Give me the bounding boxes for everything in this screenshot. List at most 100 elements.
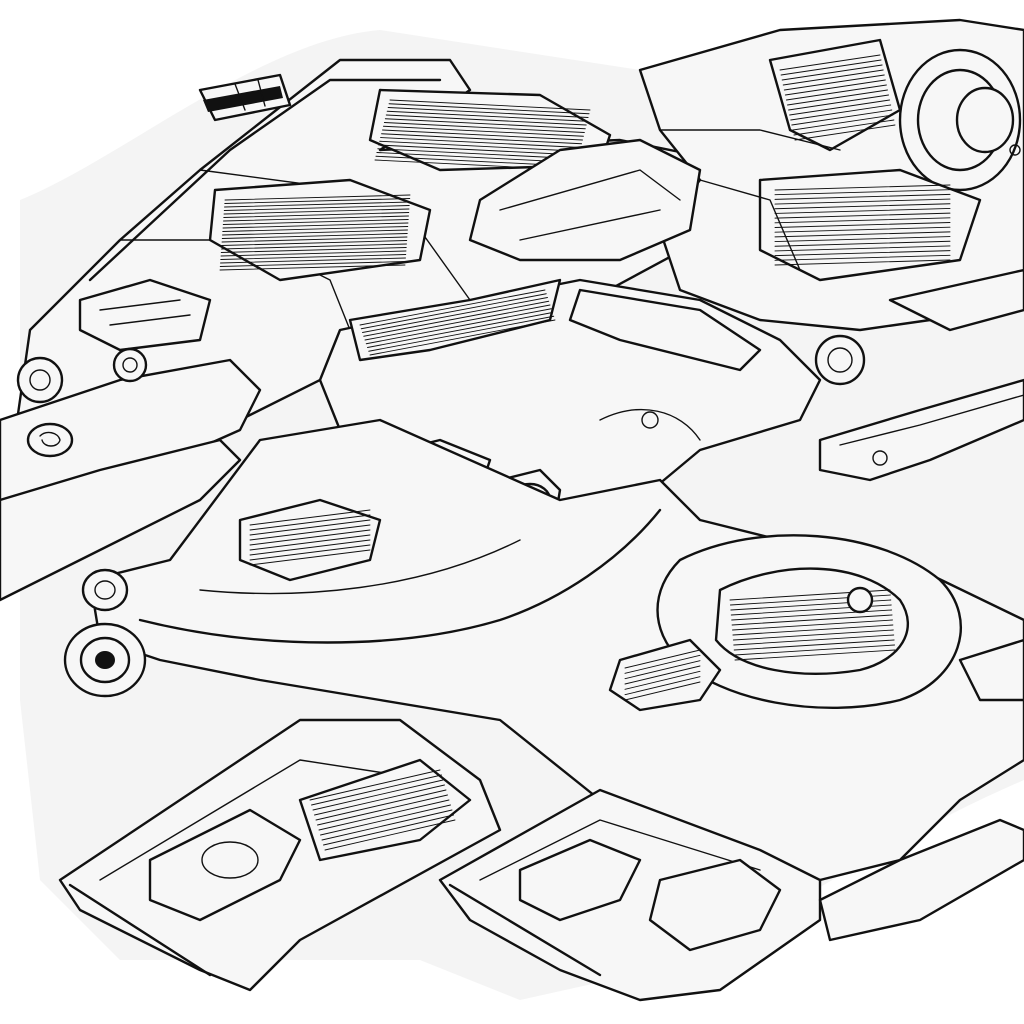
hatch-line (387, 107, 589, 118)
hatch-line (733, 634, 895, 646)
hatch-line (788, 94, 890, 111)
hatch-line (224, 201, 410, 208)
hatch-line (224, 198, 411, 204)
hatch-line (359, 289, 546, 326)
hatch-line (732, 619, 893, 631)
hatch-line (309, 769, 441, 801)
hatch-line (249, 524, 371, 541)
hatch-line (774, 212, 951, 219)
hatch-line (311, 774, 442, 806)
hatched-plating-icon (368, 88, 612, 172)
hatch-line (249, 529, 371, 546)
hatch-line (377, 148, 579, 160)
hatch-line (219, 261, 406, 267)
hatch-line (382, 125, 584, 137)
right-edge-fin (958, 638, 1024, 702)
hatch-line (220, 257, 406, 264)
hatch-line (734, 644, 896, 656)
hatch-line (774, 198, 951, 205)
hatched-plating-icon (208, 178, 432, 282)
hatch-line (779, 54, 881, 71)
hatch-line (774, 207, 951, 214)
hatch-line (220, 247, 407, 253)
hatch-line (249, 549, 371, 566)
hatch-line (624, 670, 701, 690)
hatch-line (793, 119, 895, 136)
hatch-line (223, 215, 409, 222)
hatch-line (624, 654, 701, 674)
hatch-line (224, 194, 411, 201)
hatch-line (249, 514, 371, 531)
hatch-line (791, 109, 893, 126)
hatch-line (368, 315, 555, 352)
hatch-line (223, 208, 410, 215)
hatch-line (624, 681, 701, 701)
thruster-icon (63, 568, 147, 698)
hatch-line (223, 205, 410, 211)
hatch-line (624, 649, 701, 669)
hatch-line (318, 799, 450, 831)
hatch-line (787, 89, 888, 106)
hatch-line (734, 649, 896, 661)
hatch-line (221, 240, 408, 246)
lower-left-pad (58, 718, 502, 992)
hatch-line (774, 189, 951, 196)
hatch-line (222, 222, 409, 229)
hatch-line (324, 819, 456, 851)
hatch-line (789, 99, 891, 116)
hatch-line (367, 312, 553, 348)
hatch-line (733, 639, 895, 651)
hatch-line (389, 99, 591, 111)
hatch-line (249, 509, 371, 526)
hatch-line (774, 254, 951, 261)
hatch-line (774, 250, 951, 257)
hatch-line (381, 133, 583, 145)
hatch-line (790, 104, 892, 121)
hatch-line (780, 59, 882, 76)
hatch-line (314, 784, 445, 816)
left-forward-arm (0, 278, 262, 602)
hatch-line (362, 297, 548, 333)
hatch-line (220, 254, 407, 260)
hatch-line (315, 789, 447, 821)
hatch-line (320, 804, 451, 836)
hatch-line (249, 544, 371, 561)
hatch-line (774, 184, 951, 191)
hatch-line (363, 300, 550, 337)
hatch-line (388, 103, 590, 115)
hatch-line (774, 259, 951, 266)
hatch-line (624, 665, 701, 685)
hatch-line (774, 236, 951, 243)
hatch-line (794, 124, 896, 141)
engine-nacelle-icon (638, 18, 1024, 332)
hatch-line (774, 245, 951, 252)
hatch-line (382, 129, 583, 141)
hatch-line (785, 84, 887, 101)
hatch-line (774, 231, 951, 238)
hatch-line (774, 240, 951, 247)
hatch-line (781, 64, 883, 81)
hatch-line (732, 629, 894, 641)
hatch-line (774, 217, 951, 224)
hatch-line (385, 114, 587, 126)
hatch-line (312, 779, 444, 811)
hatch-line (249, 534, 371, 551)
hatch-line (378, 144, 580, 156)
hatch-line (386, 110, 588, 122)
hatch-line (380, 137, 582, 148)
hatch-line (249, 519, 371, 536)
hatch-line (774, 193, 951, 200)
hatch-line (249, 539, 371, 556)
lower-body (88, 418, 1024, 882)
hatch-line (732, 624, 894, 636)
hatch-line (379, 140, 581, 152)
hatch-line (369, 319, 556, 356)
hatch-line (784, 79, 886, 96)
hatch-line (782, 69, 884, 86)
hatch-line (783, 74, 885, 91)
hatch-line (221, 233, 408, 239)
hatch-line (220, 250, 407, 257)
hatch-line (221, 243, 407, 250)
hatch-line (384, 118, 586, 130)
